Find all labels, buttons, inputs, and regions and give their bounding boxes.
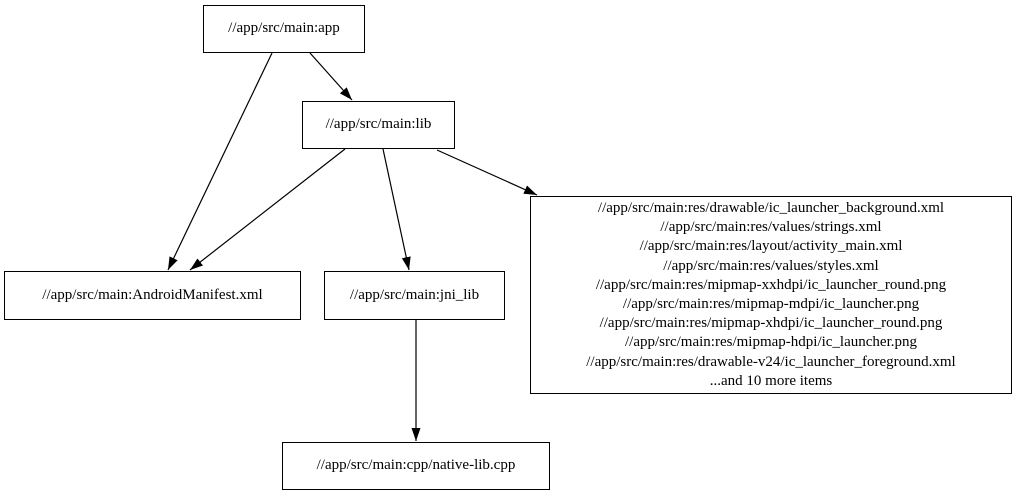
resource-line: //app/src/main:res/mipmap-mdpi/ic_launch… bbox=[622, 296, 920, 312]
resource-line: //app/src/main:res/mipmap-xxhdpi/ic_laun… bbox=[595, 276, 947, 293]
resource-line-more-items: ...and 10 more items bbox=[709, 372, 833, 389]
resource-line: //app/src/main:res/drawable-v24/ic_launc… bbox=[586, 353, 956, 370]
resource-line: //app/src/main:res/drawable/ic_launcher_… bbox=[597, 199, 945, 216]
resource-line: //app/src/main:res/values/styles.xml bbox=[663, 257, 879, 274]
node-lib: //app/src/main:lib bbox=[302, 101, 455, 149]
edge-app-to-lib bbox=[309, 52, 353, 101]
resource-line: //app/src/main:res/layout/activity_main.… bbox=[639, 238, 903, 255]
resource-line: //app/src/main:res/values/strings.xml bbox=[660, 219, 882, 236]
edge-lib-to-manifest bbox=[189, 148, 346, 271]
node-app-label: //app/src/main:app bbox=[228, 20, 340, 37]
edge-lib-to-jni-lib bbox=[382, 148, 411, 271]
node-resources: //app/src/main:res/drawable/ic_launcher_… bbox=[530, 196, 1012, 394]
node-android-manifest: //app/src/main:AndroidManifest.xml bbox=[4, 271, 301, 320]
node-native-lib-cpp: //app/src/main:cpp/native-lib.cpp bbox=[282, 442, 550, 490]
resource-line: //app/src/main:res/mipmap-xhdpi/ic_launc… bbox=[599, 315, 943, 332]
resource-line: //app/src/main:res/mipmap-hdpi/ic_launch… bbox=[624, 334, 917, 351]
node-jni-lib-label: //app/src/main:jni_lib bbox=[349, 286, 480, 303]
edge-lib-to-resources bbox=[436, 149, 538, 196]
node-lib-label: //app/src/main:lib bbox=[325, 116, 432, 133]
node-native-lib-cpp-label: //app/src/main:cpp/native-lib.cpp bbox=[316, 457, 516, 474]
edge-app-to-manifest bbox=[167, 52, 273, 271]
node-android-manifest-label: //app/src/main:AndroidManifest.xml bbox=[42, 286, 263, 303]
node-jni-lib: //app/src/main:jni_lib bbox=[324, 271, 505, 320]
node-app: //app/src/main:app bbox=[203, 5, 365, 53]
